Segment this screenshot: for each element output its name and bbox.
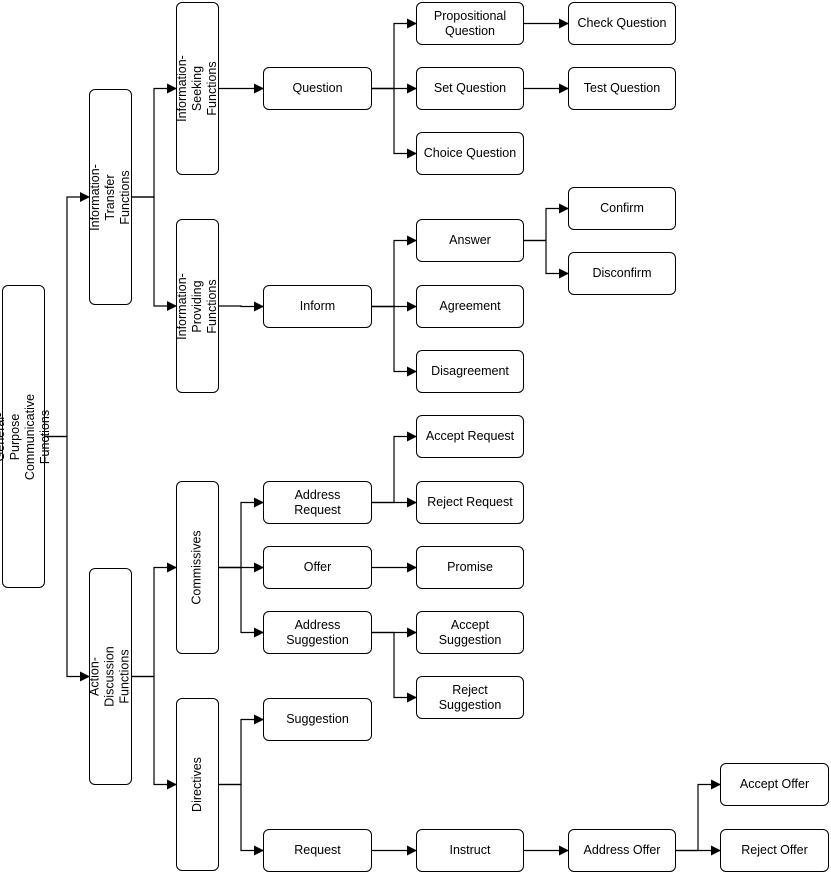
node-reject-offer: Reject Offer	[720, 829, 829, 872]
connector-arrow	[676, 779, 721, 852]
node-test-question: Test Question	[568, 67, 676, 110]
node-commissives: Commissives	[176, 481, 219, 654]
node-label: Address Request	[294, 487, 341, 517]
node-directives: Directives	[176, 698, 219, 871]
node-label: General-Purpose Communicative Functions	[0, 393, 53, 480]
node-disconfirm: Disconfirm	[568, 252, 676, 295]
node-information-providing-functions: Information-Providing Functions	[175, 219, 220, 393]
connector-arrow	[45, 435, 90, 682]
node-label: Disagreement	[431, 364, 509, 378]
node-label: Accept Request	[425, 429, 515, 443]
node-label: Propositional Question	[433, 8, 507, 38]
node-label: Inform	[299, 299, 336, 313]
node-check-question: Check Question	[568, 2, 676, 45]
node-label: Directives	[190, 757, 204, 812]
node-label: Answer	[449, 233, 491, 247]
connector-arrow	[524, 239, 569, 279]
connector-arrow	[219, 566, 264, 638]
node-label: Reject Offer	[741, 843, 808, 857]
node-address-offer: Address Offer	[568, 829, 676, 872]
node-answer: Answer	[416, 219, 524, 262]
node-general-purpose-communicative-functions: General-Purpose Communicative Functions	[0, 285, 53, 588]
node-label: Check Question	[577, 16, 667, 30]
node-label: Offer	[303, 560, 332, 574]
node-label: Reject Request	[427, 495, 513, 509]
node-address-request: Address Request	[263, 481, 372, 524]
node-label: Choice Question	[423, 146, 517, 160]
node-question: Question	[263, 67, 372, 110]
node-choice-question: Choice Question	[416, 132, 524, 175]
node-label: Information-Seeking Functions	[175, 55, 220, 122]
connector-arrow	[219, 714, 264, 786]
connector-arrow	[132, 562, 177, 678]
node-label: Commissives	[190, 530, 204, 605]
connector-arrow	[219, 783, 264, 856]
node-label: Accept Suggestion	[438, 617, 502, 647]
node-reject-request: Reject Request	[416, 481, 524, 524]
node-label: Address Offer	[583, 843, 661, 857]
node-address-suggestion: Address Suggestion	[263, 611, 372, 654]
node-offer: Offer	[263, 546, 372, 589]
node-accept-suggestion: Accept Suggestion	[416, 611, 524, 654]
node-label: Test Question	[583, 81, 661, 95]
node-label: Confirm	[600, 201, 644, 215]
node-propositional-question: Propositional Question	[416, 2, 524, 45]
connector-arrow	[132, 196, 177, 311]
connector-arrow	[219, 497, 264, 569]
node-reject-suggestion: Reject Suggestion	[416, 676, 524, 719]
node-information-transfer-functions: Information-Transfer Functions	[88, 89, 133, 305]
connector-arrow	[219, 301, 264, 312]
node-label: Information-Transfer Functions	[88, 163, 133, 231]
node-instruct: Instruct	[416, 829, 524, 872]
node-promise: Promise	[416, 546, 524, 589]
node-action-discussion-functions: Action-Discussion Functions	[88, 568, 132, 785]
connector-arrow	[524, 203, 569, 242]
node-label: Instruct	[449, 843, 491, 857]
node-label: Address Suggestion	[286, 617, 349, 647]
node-disagreement: Disagreement	[416, 350, 524, 393]
connector-arrow	[372, 431, 417, 504]
connector-arrow	[132, 83, 177, 198]
node-accept-request: Accept Request	[416, 415, 524, 458]
node-inform: Inform	[263, 285, 372, 328]
connector-arrow	[372, 87, 417, 159]
node-label: Request	[294, 843, 341, 857]
connector-arrow	[372, 235, 417, 308]
connector-arrow	[132, 675, 177, 790]
node-label: Suggestion	[286, 712, 349, 726]
node-request: Request	[263, 829, 372, 872]
node-label: Promise	[447, 560, 493, 574]
node-label: Accept Offer	[739, 777, 810, 791]
node-agreement: Agreement	[416, 285, 524, 328]
node-confirm: Confirm	[568, 187, 676, 230]
node-label: Reject Suggestion	[438, 682, 502, 712]
node-set-question: Set Question	[416, 67, 524, 110]
node-information-seeking-functions: Information-Seeking Functions	[175, 2, 220, 175]
node-label: Agreement	[439, 299, 501, 313]
node-label: Information-Providing Functions	[175, 272, 220, 340]
node-accept-offer: Accept Offer	[720, 763, 829, 806]
node-suggestion: Suggestion	[263, 698, 372, 741]
connector-arrow	[372, 305, 417, 377]
node-label: Question	[292, 81, 343, 95]
connector-arrow	[372, 18, 417, 90]
node-label: Action-Discussion Functions	[88, 646, 132, 707]
connector-arrow	[372, 631, 417, 703]
node-label: Set Question	[433, 81, 507, 95]
node-label: Disconfirm	[592, 266, 652, 280]
